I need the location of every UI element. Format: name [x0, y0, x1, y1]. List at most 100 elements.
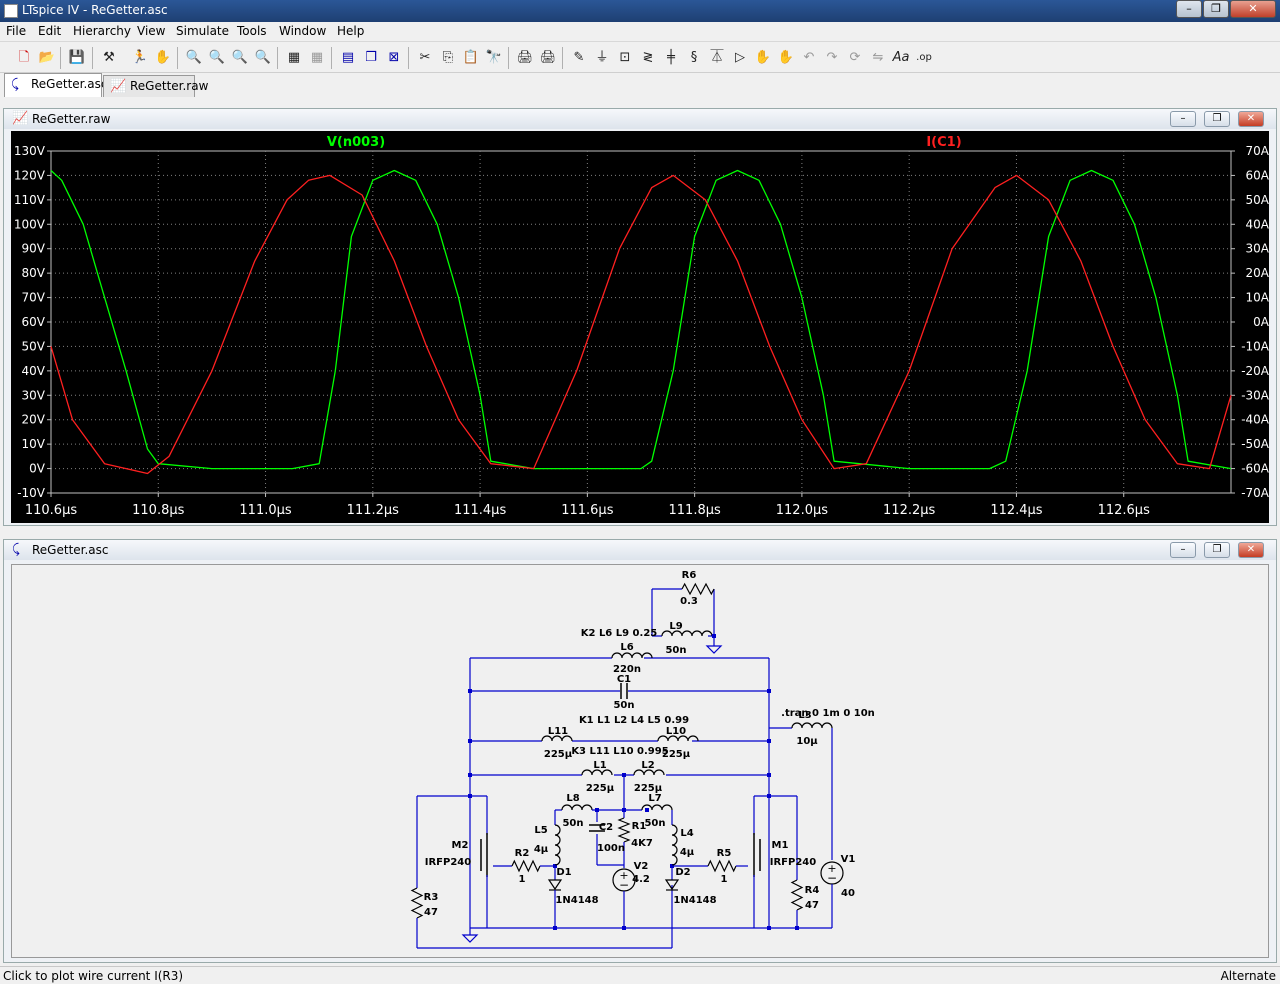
zoom-in-icon[interactable]: 🔍	[185, 50, 203, 65]
restore-button[interactable]: ❐	[1204, 111, 1230, 127]
x-tick-label: 111.6µs	[561, 503, 613, 518]
label-net-icon[interactable]: ⊡	[619, 50, 631, 65]
component-label: 220n	[613, 664, 641, 675]
resistor-r3	[410, 887, 424, 919]
tab-label: ReGetter.raw	[130, 79, 209, 93]
waveform-chart[interactable]: 130V120V110V100V90V80V70V60V50V40V30V20V…	[11, 131, 1270, 523]
menu-window[interactable]: Window	[279, 24, 327, 38]
print-icon[interactable]: 🖨	[539, 50, 557, 65]
tab-regetter-asc[interactable]: ⤹ ReGetter.asc	[4, 73, 108, 97]
print-setup-icon[interactable]: 🖨	[516, 50, 534, 65]
paste-icon[interactable]: 📋	[462, 50, 480, 65]
minimize-button[interactable]: –	[1176, 0, 1202, 18]
component-label: V2	[634, 861, 649, 872]
y-right-tick-label: -70A	[1241, 486, 1269, 500]
component-label: R1	[632, 821, 647, 832]
halt-icon[interactable]: ✋	[154, 50, 172, 65]
maximize-button[interactable]: ❐	[1203, 0, 1229, 18]
inductor-l2	[633, 769, 665, 776]
component-label: 0.3	[680, 596, 698, 607]
inductor-l7	[641, 804, 673, 811]
minimize-button[interactable]: –	[1170, 111, 1196, 127]
text-icon[interactable]: Aa	[892, 50, 910, 65]
resistor-r4	[790, 879, 804, 911]
grid-icon[interactable]: ▦	[310, 50, 324, 65]
component-label: 225µ	[662, 749, 691, 760]
draw-wire-icon[interactable]: ✎	[573, 50, 585, 65]
component-label: K2 L6 L9 0.25	[581, 628, 658, 639]
zoom-out-icon[interactable]: 🔍	[231, 50, 249, 65]
run-icon[interactable]: 🏃	[131, 50, 149, 65]
x-tick-label: 112.6µs	[1098, 503, 1150, 518]
diode-icon[interactable]: ⏄	[710, 50, 724, 65]
junction	[622, 926, 626, 930]
schematic-drawing[interactable]: +−+−R60.3K2 L6 L9 0.25L950nL6220nC150nK1…	[12, 565, 1270, 959]
y-right-tick-label: 60A	[1246, 168, 1269, 182]
y-right-tick-label: -60A	[1241, 462, 1269, 476]
resistor-r5	[707, 859, 737, 873]
component-label: C2	[599, 822, 613, 833]
waveform-icon: 📈	[110, 79, 127, 94]
component-label: 4µ	[534, 844, 549, 855]
redo-icon[interactable]: ↷	[826, 50, 838, 65]
menu-simulate[interactable]: Simulate	[176, 24, 230, 38]
menu-view[interactable]: View	[137, 24, 166, 38]
component-label: L4	[680, 828, 693, 839]
component-label: R3	[424, 892, 439, 903]
zoom-fit-icon[interactable]: 🔍	[254, 50, 272, 65]
x-tick-label: 110.6µs	[25, 503, 77, 518]
close-button[interactable]: ✕	[1230, 0, 1276, 18]
rotate-icon[interactable]: ⟳	[849, 50, 861, 65]
save-icon[interactable]: 💾	[68, 50, 86, 65]
control-panel-icon[interactable]: ⚒	[103, 50, 115, 65]
component-label: 47	[805, 900, 819, 911]
restore-button[interactable]: ❐	[1204, 542, 1230, 558]
menu-help[interactable]: Help	[337, 24, 365, 38]
copy-icon[interactable]: ⎘	[442, 50, 454, 65]
inductor-icon[interactable]: §	[690, 50, 698, 65]
component-label: K3 L11 L10 0.995	[571, 746, 668, 757]
menu-tools[interactable]: Tools	[237, 24, 267, 38]
spice-directive-icon[interactable]: .op	[916, 52, 932, 63]
close-button[interactable]: ✕	[1238, 542, 1264, 558]
ground-icon[interactable]: ⏚	[595, 50, 609, 65]
menu-edit[interactable]: Edit	[38, 24, 62, 38]
capacitor-icon[interactable]: ╪	[667, 50, 675, 65]
minimize-button[interactable]: –	[1170, 542, 1196, 558]
component-label: 4.2	[632, 874, 650, 885]
y-left-tick-label: 20V	[22, 413, 46, 427]
mirror-icon[interactable]: ⇋	[872, 50, 884, 65]
close-button[interactable]: ✕	[1238, 111, 1264, 127]
tab-regetter-raw[interactable]: 📈 ReGetter.raw	[103, 75, 208, 97]
component-label: 50n	[665, 645, 686, 656]
drag-icon[interactable]: ✋	[777, 50, 795, 65]
junction	[468, 739, 472, 743]
menu-file[interactable]: File	[6, 24, 27, 38]
undo-icon[interactable]: ↶	[803, 50, 815, 65]
component-icon[interactable]: ▷	[735, 50, 745, 65]
open-icon[interactable]: 📂	[38, 50, 56, 65]
resistor-icon[interactable]: ≷	[642, 50, 654, 65]
close-all-icon[interactable]: ⊠	[388, 50, 400, 65]
y-right-tick-label: 40A	[1246, 217, 1269, 231]
autorange-icon[interactable]: ▦	[287, 50, 301, 65]
y-right-tick-label: -50A	[1241, 437, 1269, 451]
y-left-tick-label: 80V	[22, 266, 46, 280]
cascade-icon[interactable]: ❐	[365, 50, 377, 65]
tile-horizontal-icon[interactable]: ▤	[341, 50, 355, 65]
component-label: 50n	[562, 818, 583, 829]
inductor-l1	[581, 769, 613, 776]
component-label: M1	[772, 840, 789, 851]
y-right-tick-label: -20A	[1241, 364, 1269, 378]
pan-icon[interactable]: 🔍	[208, 50, 226, 65]
y-right-tick-label: 70A	[1246, 144, 1269, 158]
move-icon[interactable]: ✋	[754, 50, 772, 65]
junction	[767, 773, 771, 777]
menu-hierarchy[interactable]: Hierarchy	[73, 24, 132, 38]
new-schematic-icon[interactable]: 🗋	[18, 50, 30, 65]
find-icon[interactable]: 🔭	[485, 50, 503, 65]
y-right-tick-label: 50A	[1246, 193, 1269, 207]
cut-icon[interactable]: ✂	[419, 50, 431, 65]
